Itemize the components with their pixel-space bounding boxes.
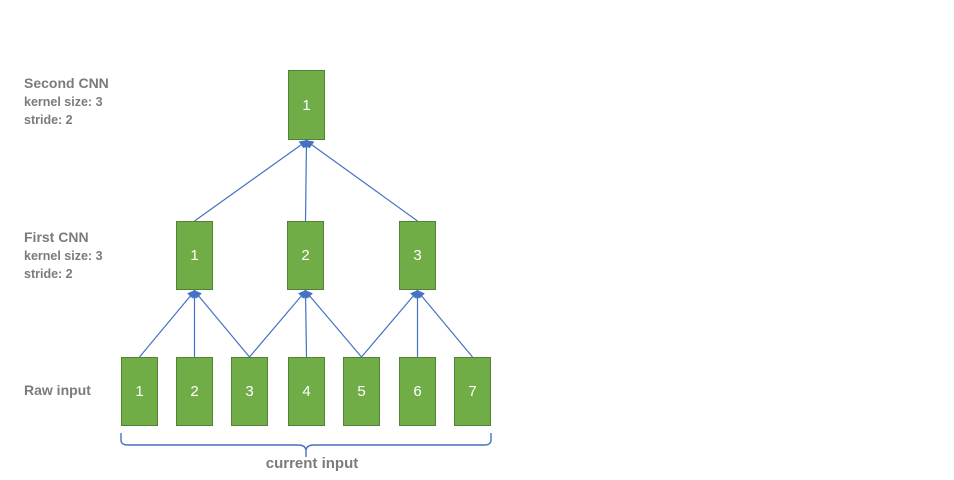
second-cnn-kernel-size: kernel size: 3 — [24, 95, 103, 109]
node-raw-input-3: 3 — [231, 357, 268, 426]
first-cnn-title: First CNN — [24, 229, 89, 245]
second-cnn-label-group: Second CNN kernel size: 3 stride: 2 — [24, 74, 109, 129]
second-cnn-stride: stride: 2 — [24, 113, 73, 127]
node-raw-input-5: 5 — [343, 357, 380, 426]
node-raw-input-2: 2 — [176, 357, 213, 426]
node-first-cnn-3: 3 — [399, 221, 436, 290]
edge-f1-s1 — [194, 140, 308, 222]
edge-r3-f1 — [193, 289, 250, 358]
edge-r3-f2 — [249, 289, 307, 358]
edge-f2-s1 — [302, 139, 311, 222]
edge-r5-f3 — [361, 289, 419, 358]
first-cnn-label-group: First CNN kernel size: 3 stride: 2 — [24, 228, 103, 283]
first-cnn-stride: stride: 2 — [24, 267, 73, 281]
current-input-brace — [120, 433, 492, 457]
edge-r4-f2 — [301, 289, 310, 358]
first-cnn-kernel-size: kernel size: 3 — [24, 249, 103, 263]
node-raw-input-7: 7 — [454, 357, 491, 426]
edge-r1-f1 — [139, 289, 196, 358]
node-first-cnn-1: 1 — [176, 221, 213, 290]
current-input-label: current input — [265, 455, 359, 472]
node-raw-input-1: 1 — [121, 357, 158, 426]
node-raw-input-4: 4 — [288, 357, 325, 426]
node-first-cnn-2: 2 — [287, 221, 324, 290]
edge-f3-s1 — [305, 140, 418, 222]
raw-input-label-group: Raw input — [24, 381, 91, 400]
node-raw-input-6: 6 — [399, 357, 436, 426]
second-cnn-title: Second CNN — [24, 75, 109, 91]
edge-group — [139, 139, 473, 358]
raw-input-title: Raw input — [24, 382, 91, 398]
edge-r5-f2 — [304, 289, 362, 358]
node-second-cnn-1: 1 — [288, 70, 325, 140]
edge-r7-f3 — [416, 289, 473, 358]
